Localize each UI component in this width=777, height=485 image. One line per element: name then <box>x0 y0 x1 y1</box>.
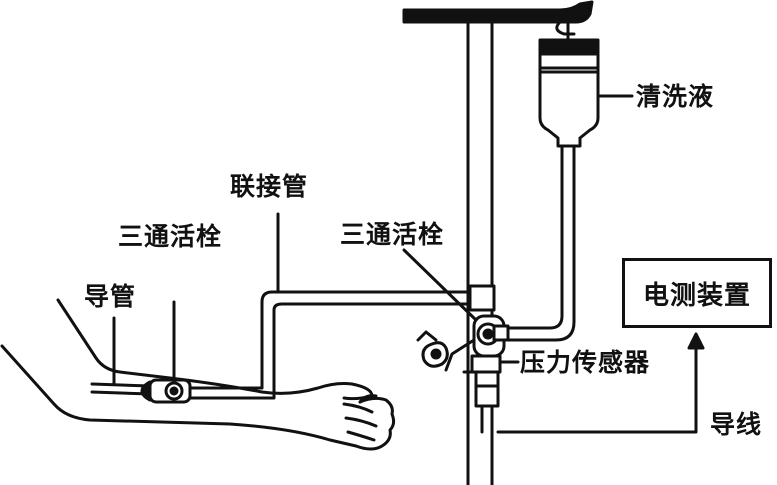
stopcock-left <box>140 300 192 404</box>
stopcock-right-pointer <box>402 248 478 322</box>
lead-wire-label: 导线 <box>710 410 763 439</box>
connecting-tube <box>188 290 472 400</box>
flush-solution-label: 清洗液 <box>636 82 715 111</box>
forearm-outline <box>0 298 358 448</box>
connecting-tube-label: 联接管 <box>230 172 309 201</box>
iv-hanger <box>402 0 594 36</box>
measuring-device-box: 电测装置 <box>622 258 772 328</box>
stopcock-left-label: 三通活栓 <box>118 222 223 251</box>
flush-line-tube <box>504 144 576 342</box>
transducer-assembly <box>416 284 510 434</box>
catheter <box>90 316 152 396</box>
iv-pole <box>466 16 494 485</box>
pressure-transducer-label: 压力传感器 <box>520 348 651 377</box>
catheter-label: 导管 <box>84 282 137 311</box>
stopcock-right-label: 三通活栓 <box>340 220 445 249</box>
flush-solution-bottle <box>538 20 600 148</box>
lead-wire <box>496 332 705 434</box>
measuring-device-label: 电测装置 <box>642 280 751 311</box>
hand <box>260 382 396 451</box>
